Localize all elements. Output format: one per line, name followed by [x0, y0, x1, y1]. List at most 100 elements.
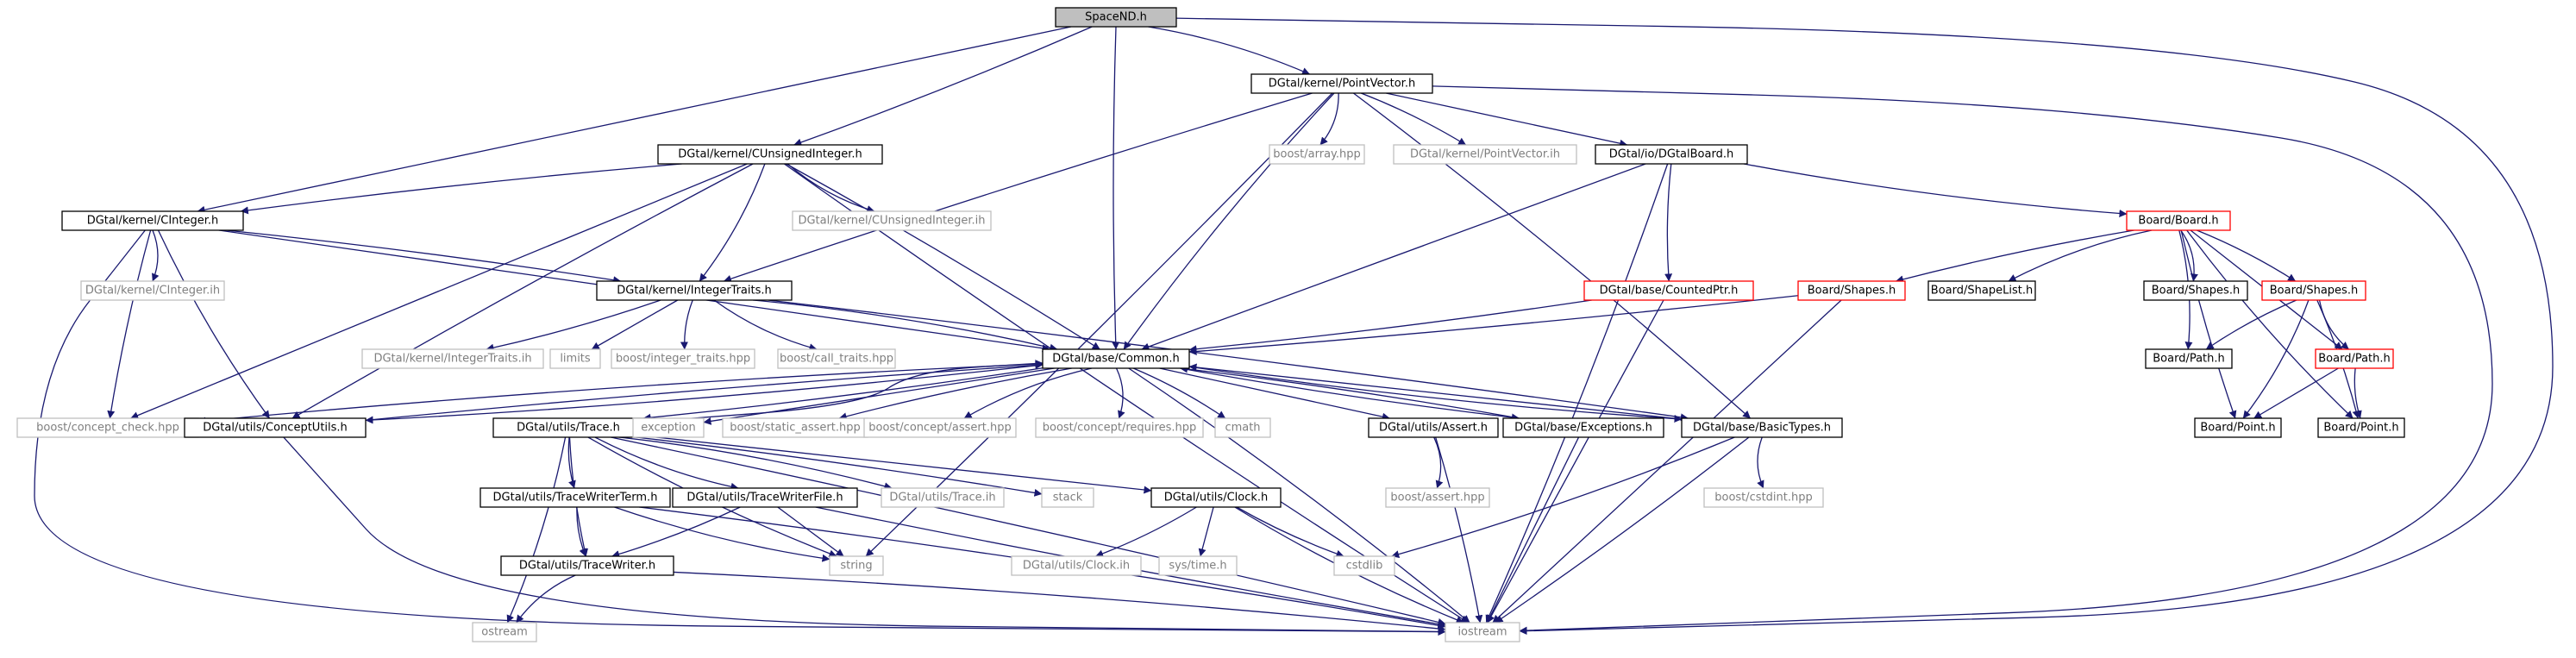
edge-path_h2-to-point_h1	[2253, 367, 2339, 419]
node-box	[1214, 417, 1271, 438]
node-box	[549, 348, 601, 369]
edge-root-to-cinteger_h	[197, 26, 1072, 214]
node-label: DGtal/kernel/IntegerTraits.h	[617, 285, 772, 298]
edge-shapes_h3-to-path_h2	[2318, 299, 2349, 350]
node-conceptutils-h[interactable]: DGtal/utils/ConceptUtils.h	[184, 417, 367, 438]
node-countedptr-h[interactable]: DGtal/base/CountedPtr.h	[1583, 280, 1754, 301]
node-pointvector-h[interactable]: DGtal/kernel/PointVector.h	[1250, 73, 1433, 94]
node-root[interactable]: SpaceND.h	[1055, 7, 1177, 28]
edge-cunsigned_h-to-cinteger_h	[240, 163, 682, 215]
edge-assert_h-to-boost_assert	[1433, 436, 1444, 489]
node-label: Board/Board.h	[2138, 215, 2218, 228]
node-label: Board/Path.h	[2153, 353, 2225, 366]
node-cmath: cmath	[1214, 417, 1271, 438]
edge-trace_h-to-clock_h	[642, 435, 1152, 494]
edge-arrow	[291, 163, 754, 419]
node-board-h[interactable]: Board/Board.h	[2126, 210, 2231, 231]
node-label: DGtal/io/DGtalBoard.h	[1609, 148, 1733, 161]
node-integertraits-ih: DGtal/kernel/IntegerTraits.ih	[361, 348, 544, 369]
node-point-h2[interactable]: Board/Point.h	[2317, 417, 2405, 438]
node-label: DGtal/kernel/PointVector.h	[1269, 78, 1415, 91]
edge-arrow	[1896, 229, 2134, 284]
node-point-h1[interactable]: Board/Point.h	[2194, 417, 2282, 438]
edge-basictypes_h-to-boost_cstdint	[1757, 436, 1764, 489]
node-label: boost/cstdint.hpp	[1714, 492, 1813, 504]
node-label: cstdlib	[1346, 560, 1383, 573]
node-assert-h[interactable]: DGtal/utils/Assert.h	[1368, 417, 1499, 438]
node-shapes-h2[interactable]: Board/Shapes.h	[2143, 280, 2248, 301]
node-dgtalboard-h[interactable]: DGtal/io/DGtalBoard.h	[1595, 144, 1748, 165]
edge-arrow	[1188, 366, 1683, 423]
node-label: Board/Shapes.h	[2270, 285, 2358, 298]
node-label: DGtal/utils/Clock.ih	[1023, 560, 1130, 573]
edge-arrow	[594, 436, 739, 491]
edge-arrow	[838, 367, 1072, 421]
node-tracewriterfile-h[interactable]: DGtal/utils/TraceWriterFile.h	[672, 487, 858, 508]
edge-arrow	[2318, 299, 2349, 350]
edge-pointvector_h-to-iostream	[1432, 85, 2493, 635]
node-trace-ih: DGtal/utils/Trace.ih	[881, 487, 1005, 508]
node-box	[1158, 555, 1238, 576]
node-label: Board/Shapes.h	[2152, 285, 2240, 298]
node-label: DGtal/base/Exceptions.h	[1514, 422, 1652, 435]
edge-dgtalboard_h-to-iostream	[1485, 163, 1669, 624]
edge-countedptr_h-to-common_h	[1188, 299, 1592, 354]
node-tracewriterterm-h[interactable]: DGtal/utils/TraceWriterTerm.h	[479, 487, 671, 508]
edge-board_h-to-shapes_h2	[2180, 229, 2198, 282]
edge-exceptions_h-to-common_h	[1180, 365, 1520, 419]
node-label: Board/Point.h	[2323, 422, 2398, 435]
node-box	[672, 487, 858, 508]
edge-arrow	[486, 299, 661, 352]
node-tracewriter-h[interactable]: DGtal/utils/TraceWriter.h	[500, 555, 674, 576]
node-label: boost/call_traits.hpp	[780, 353, 893, 366]
node-cunsigned-h[interactable]: DGtal/kernel/CUnsignedInteger.h	[657, 144, 883, 165]
node-basictypes-h[interactable]: DGtal/base/BasicTypes.h	[1681, 417, 1843, 438]
edge-arrow	[157, 229, 271, 419]
edge-arrow	[723, 92, 1313, 283]
node-path-h2[interactable]: Board/Path.h	[2315, 348, 2394, 369]
edge-arrow	[786, 163, 1100, 350]
node-clock-ih: DGtal/utils/Clock.ih	[1011, 555, 1142, 576]
edge-root-to-cunsigned_h	[793, 26, 1093, 147]
edge-arrow	[1175, 17, 2554, 636]
edge-arrow	[2253, 367, 2339, 419]
node-box	[61, 210, 244, 231]
node-label: DGtal/base/Common.h	[1052, 353, 1179, 366]
edge-shapes_h1-to-common_h	[1188, 295, 1799, 355]
edge-common_h-to-conceptutils_h	[365, 364, 1044, 424]
node-box	[829, 555, 884, 576]
node-exceptions-h[interactable]: DGtal/base/Exceptions.h	[1502, 417, 1664, 438]
node-shapelist-h[interactable]: Board/ShapeList.h	[1927, 280, 2036, 301]
node-label: Board/Point.h	[2200, 422, 2275, 435]
node-box	[2315, 348, 2394, 369]
node-shapes-h1[interactable]: Board/Shapes.h	[1797, 280, 1906, 301]
edge-pointvector_h-to-integertraits_h	[723, 92, 1313, 283]
node-path-h1[interactable]: Board/Path.h	[2145, 348, 2233, 369]
node-limits: limits	[549, 348, 601, 369]
node-box	[1385, 487, 1490, 508]
node-cinteger-h[interactable]: DGtal/kernel/CInteger.h	[61, 210, 244, 231]
edge-cinteger_h-to-boost_concept_check	[107, 229, 152, 419]
edge-common_h-to-basictypes_h	[1188, 366, 1683, 423]
edge-dgtalboard_h-to-board_h	[1743, 163, 2128, 217]
node-box	[777, 348, 896, 369]
node-label: DGtal/base/CountedPtr.h	[1600, 285, 1739, 298]
node-label: boost/integer_traits.hpp	[616, 353, 750, 366]
node-label: boost/concept/requires.hpp	[1043, 422, 1197, 435]
node-label: Board/Shapes.h	[1808, 285, 1896, 298]
node-stack: stack	[1041, 487, 1094, 508]
edge-assert_h-to-iostream	[1435, 436, 1483, 624]
node-trace-h[interactable]: DGtal/utils/Trace.h	[492, 417, 644, 438]
edge-arrow	[1188, 295, 1799, 355]
edge-arrow	[1435, 436, 1483, 624]
edge-arrow	[283, 436, 1446, 636]
node-shapes-h3[interactable]: Board/Shapes.h	[2261, 280, 2366, 301]
edge-board_h-to-shapes_h3	[2197, 229, 2297, 282]
node-integertraits-h[interactable]: DGtal/kernel/IntegerTraits.h	[596, 280, 793, 301]
node-label: DGtal/utils/TraceWriterFile.h	[686, 492, 843, 504]
node-common-h[interactable]: DGtal/base/Common.h	[1042, 348, 1190, 369]
edge-arrow	[673, 571, 1446, 633]
node-clock-h[interactable]: DGtal/utils/Clock.h	[1150, 487, 1282, 508]
edge-arrow	[1141, 163, 1646, 351]
edge-common_h-to-trace_h	[642, 367, 1044, 422]
